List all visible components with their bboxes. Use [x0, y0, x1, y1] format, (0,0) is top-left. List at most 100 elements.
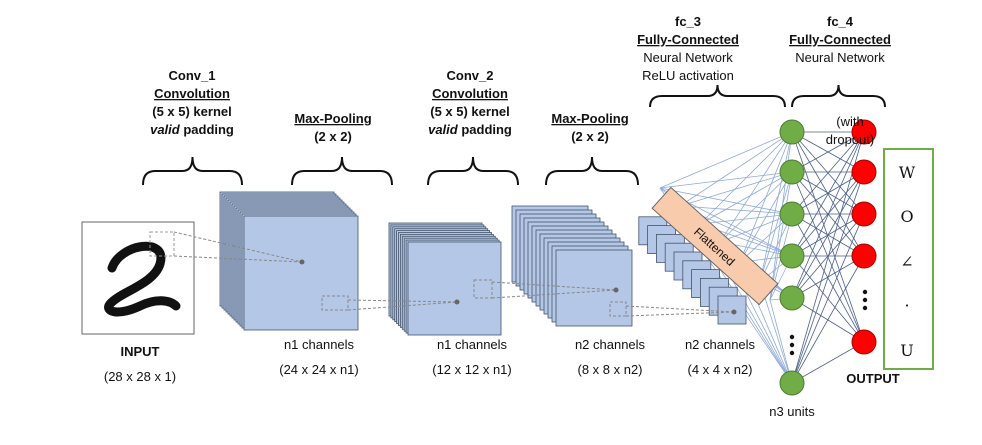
feature-map	[717, 295, 747, 325]
fc4-label: fc_4 Fully-Connected Neural Network (wit…	[789, 14, 891, 147]
link	[679, 131, 793, 207]
link	[659, 171, 793, 189]
output-char: ·	[904, 296, 909, 315]
output-char: ∠	[900, 252, 913, 271]
fc3-name: fc_3	[675, 14, 701, 29]
hidden-node	[779, 370, 805, 396]
fc4-name: fc_4	[827, 14, 854, 29]
pool1-channels: n1 channels	[437, 337, 508, 352]
conv1-channels: n1 channels	[284, 337, 355, 352]
fc3-line2: ReLU activation	[642, 68, 734, 83]
link	[791, 341, 865, 384]
output-node	[851, 159, 877, 185]
pool1-label: Max-Pooling (2 x 2)	[294, 111, 371, 144]
conv1-pad-word: valid	[150, 122, 181, 137]
pool1-name: Max-Pooling	[294, 111, 371, 126]
conv2-name: Conv_2	[447, 68, 494, 83]
link	[791, 213, 865, 299]
output-node	[851, 243, 877, 269]
output-char: W	[899, 163, 916, 182]
pool2-label: Max-Pooling (2 x 2)	[551, 111, 628, 144]
output-node	[851, 329, 877, 355]
svg-text:valid padding: valid padding	[428, 122, 512, 137]
feature-map	[407, 241, 502, 336]
braces	[142, 84, 886, 186]
link	[759, 131, 793, 283]
center-dots	[299, 259, 737, 315]
ellipsis-dots	[789, 289, 868, 356]
link	[719, 131, 793, 243]
brace	[791, 84, 886, 108]
link	[791, 213, 865, 384]
conv1-name: Conv_1	[169, 68, 216, 83]
conv2-type: Convolution	[432, 86, 508, 101]
conv2-dims: (8 x 8 x n2)	[577, 362, 642, 377]
conv1-pad-rest: padding	[180, 122, 234, 137]
conv2-kernel: (5 x 5) kernel	[430, 104, 510, 119]
feature-map	[243, 215, 359, 331]
link	[719, 171, 793, 243]
feature-map-stack	[388, 222, 502, 336]
output-box	[883, 148, 934, 370]
pool1-size: (2 x 2)	[314, 129, 352, 144]
hidden-node	[779, 119, 805, 145]
link	[769, 171, 793, 301]
brace	[291, 156, 393, 186]
dropout-line2: dropout)	[826, 132, 874, 147]
brace	[427, 156, 519, 186]
bottom-labels: INPUT (28 x 28 x 1) n1 channels (24 x 24…	[104, 337, 900, 419]
conv2-label: Conv_2 Convolution (5 x 5) kernel valid …	[428, 68, 512, 137]
link	[759, 171, 793, 283]
link	[769, 299, 793, 384]
link	[759, 213, 793, 283]
link	[791, 131, 865, 215]
conv2-channels: n2 channels	[575, 337, 646, 352]
link	[791, 131, 865, 299]
hidden-node	[779, 159, 805, 185]
svg-text:valid padding: valid padding	[150, 122, 234, 137]
output-box-chars: W O ∠ · U	[899, 163, 916, 360]
network-nodes	[779, 119, 877, 396]
fc4-type: Fully-Connected	[789, 32, 891, 47]
input-dims: (28 x 28 x 1)	[104, 369, 176, 384]
brace	[142, 156, 243, 186]
link	[699, 131, 793, 225]
link	[679, 205, 793, 215]
fc3-type: Fully-Connected	[637, 32, 739, 47]
fc3-line1: Neural Network	[643, 50, 733, 65]
output-node	[851, 201, 877, 227]
link	[659, 131, 793, 189]
dropout-line1: (with	[836, 114, 863, 129]
link	[791, 171, 865, 299]
pool1-dims: (12 x 12 x n1)	[432, 362, 512, 377]
hidden-node	[779, 201, 805, 227]
pool2-size: (2 x 2)	[571, 129, 609, 144]
feature-map-stacks	[219, 191, 747, 336]
link	[739, 171, 793, 263]
link	[791, 131, 865, 173]
input-title: INPUT	[121, 344, 160, 359]
input-image	[81, 221, 195, 335]
conv2-pad-rest: padding	[458, 122, 512, 137]
output-char: U	[900, 341, 913, 360]
link	[791, 131, 865, 257]
feature-map-stack	[511, 205, 633, 327]
link	[739, 131, 793, 263]
link	[791, 131, 865, 343]
feature-map-stack	[219, 191, 359, 331]
feature-map	[555, 249, 633, 327]
hidden-node	[779, 285, 805, 311]
fc3-units: n3 units	[769, 404, 815, 419]
pool2-name: Max-Pooling	[551, 111, 628, 126]
link	[791, 171, 865, 384]
conv1-kernel: (5 x 5) kernel	[152, 104, 232, 119]
brace	[545, 156, 639, 186]
link	[699, 213, 793, 225]
pool2-channels: n2 channels	[685, 337, 756, 352]
fc4-line1: Neural Network	[795, 50, 885, 65]
link	[719, 213, 793, 243]
output-label: OUTPUT	[846, 371, 900, 386]
conv1-label: Conv_1 Convolution (5 x 5) kernel valid …	[150, 68, 234, 137]
link	[791, 255, 865, 384]
